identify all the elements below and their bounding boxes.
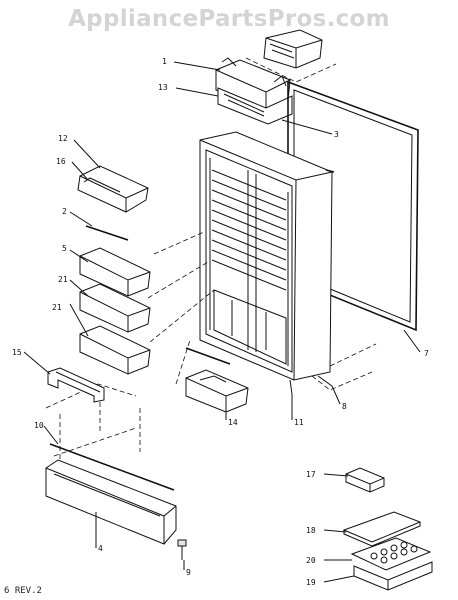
part-16-dairy-door [77, 165, 149, 213]
part-8-cap [317, 375, 333, 387]
label-part-21: 21 [58, 275, 68, 284]
part-17-tray [345, 467, 385, 493]
label-part-17: 17 [306, 470, 316, 479]
part-18-cover [342, 511, 422, 547]
label-part-10: 10 [34, 421, 44, 430]
watermark: AppliancePartsPros.com [68, 6, 390, 32]
label-part-7: 7 [424, 349, 429, 358]
label-part-3: 3 [334, 130, 339, 139]
part-10-shelf-bar [49, 443, 175, 491]
part-5-door-bin [79, 247, 151, 297]
label-part-14: 14 [228, 418, 238, 427]
label-part-20: 20 [306, 556, 316, 565]
part-4-bottom-door-shelf [45, 459, 177, 545]
part-20-ice-tray [350, 537, 432, 571]
part-14-compartment [185, 347, 249, 413]
label-part-1: 1 [162, 57, 167, 66]
part-21-door-bin-upper [79, 283, 151, 333]
top-storage-bin [263, 29, 323, 69]
part-13-shelf-frame [217, 87, 293, 125]
revision-note: 6 REV.2 [4, 586, 42, 596]
label-part-12: 12 [58, 134, 68, 143]
label-part-13: 13 [158, 83, 168, 92]
part-11-pin [289, 379, 293, 395]
door-liner [199, 131, 333, 381]
part-15-bin-retainer [47, 367, 105, 403]
label-part-15: 15 [12, 348, 22, 357]
label-part-2: 2 [62, 207, 67, 216]
label-part-11: 11 [294, 418, 304, 427]
part-21-door-bin-lower [79, 325, 151, 375]
part-9-screw [177, 539, 187, 560]
label-part-18: 18 [306, 526, 316, 535]
label-part-5: 5 [62, 244, 67, 253]
label-part-21: 21 [52, 303, 62, 312]
label-part-8: 8 [342, 402, 347, 411]
part-7-door-panel [311, 169, 377, 391]
label-part-9: 9 [186, 568, 191, 577]
label-part-16: 16 [56, 157, 66, 166]
part-2-trim-bar [85, 225, 129, 241]
label-part-4: 4 [98, 544, 103, 553]
label-part-19: 19 [306, 578, 316, 587]
